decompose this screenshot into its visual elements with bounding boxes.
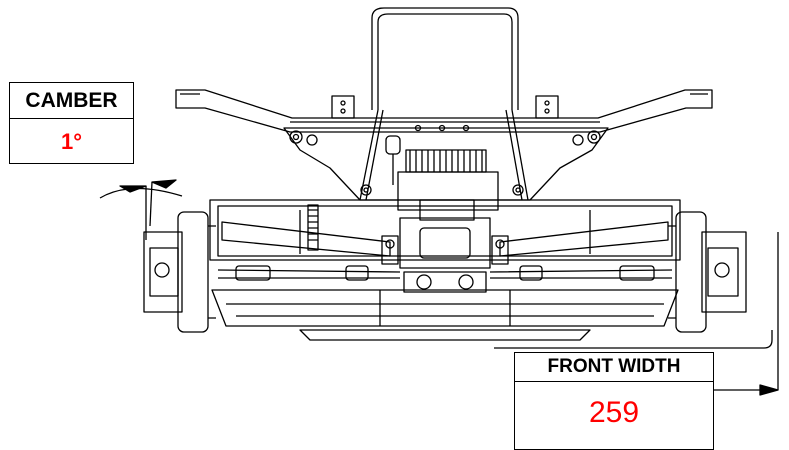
tie-rods: [217, 265, 673, 281]
camber-label-box: CAMBER 1°: [9, 82, 134, 164]
front-width-title: FRONT WIDTH: [515, 353, 713, 382]
roll-hoop: [359, 7, 529, 201]
center-chassis: [209, 199, 681, 269]
left-wheel: [143, 211, 216, 333]
front-width-dimension: [494, 232, 779, 396]
upper-deck: [175, 89, 713, 133]
front-width-label-box: FRONT WIDTH 259: [514, 352, 714, 450]
upper-arms: [221, 221, 669, 265]
camber-dimension: [99, 179, 183, 240]
lower-arms: [211, 271, 679, 341]
camber-value: 1°: [60, 129, 83, 154]
camber-title: CAMBER: [10, 83, 133, 119]
motor-heatsink: [385, 135, 499, 221]
front-width-value: 259: [588, 396, 640, 429]
right-wheel: [668, 211, 747, 333]
